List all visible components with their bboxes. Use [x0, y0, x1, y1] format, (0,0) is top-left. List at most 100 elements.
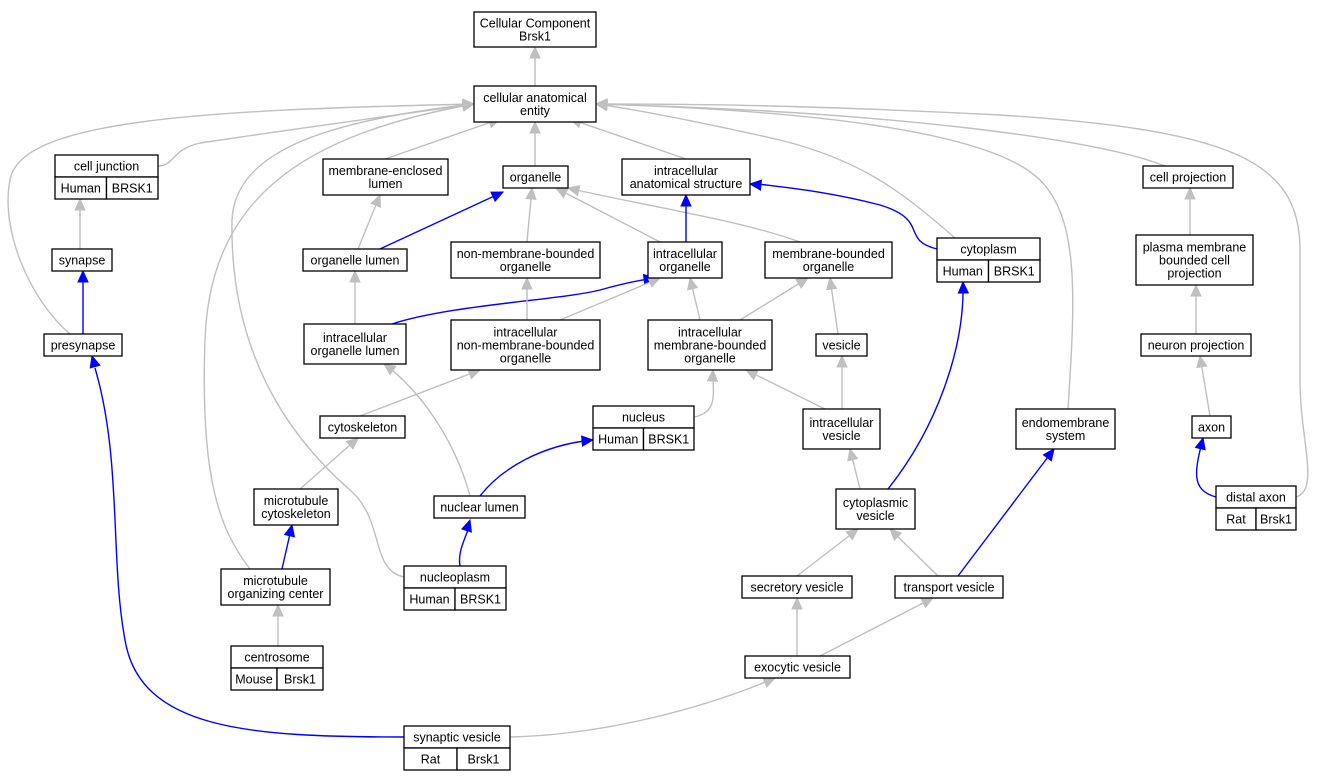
node-presynapse[interactable]: presynapse — [43, 333, 123, 357]
gene-cell — [642, 427, 695, 451]
edge-nucleoplasm-to-cae — [231, 99, 476, 578]
edge-imbo-to-mbo-arrowhead — [795, 277, 810, 289]
edge-axon-to-neuron-projection — [1196, 354, 1211, 417]
node-neuron-projection[interactable]: neuron projection — [1140, 333, 1252, 357]
gene-cell — [1255, 507, 1297, 531]
node-label: membrane-bounded — [772, 247, 885, 261]
edge-io-to-ias-arrowhead — [680, 193, 692, 207]
node-inmbo[interactable]: intracellularnon-membrane-boundedorganel… — [450, 319, 601, 371]
edge-centrosome-to-mtoc-arrowhead — [272, 603, 284, 617]
node-label: Cellular Component — [480, 17, 591, 31]
node-label: presynapse — [51, 339, 116, 353]
edge-imbo-to-io — [687, 276, 701, 321]
node-box — [1191, 415, 1232, 439]
node-box — [319, 415, 406, 439]
node-label: exocytic vesicle — [754, 661, 841, 675]
node-organelle-lumen[interactable]: organelle lumen — [302, 248, 408, 272]
node-box — [815, 333, 868, 357]
gene-label: BRSK1 — [648, 433, 689, 447]
edge-pmbcp-to-cell-projection — [1184, 186, 1196, 235]
node-box — [450, 319, 601, 371]
node-label: vesicle — [822, 429, 860, 443]
node-cytoskeleton[interactable]: cytoskeleton — [319, 415, 406, 439]
edge-neuron-projection-to-pmbcp — [1190, 283, 1202, 334]
edge-mbo-to-organelle — [566, 185, 801, 243]
edge-cytoplasm-to-ias-arrowhead — [748, 179, 763, 191]
edge-nuclear-lumen-to-nucleus — [479, 435, 595, 497]
edge-distal-axon-to-cae — [594, 98, 1309, 498]
node-box — [894, 575, 1004, 599]
edge-iol-to-io — [391, 273, 657, 325]
edge-mt-cyto-to-cytoskeleton-arrowhead — [345, 437, 359, 450]
node-box — [433, 495, 526, 519]
edge-nucleoplasm-to-nuclear-lumen-arrowhead — [460, 518, 472, 533]
node-label: nucleus — [622, 411, 665, 425]
node-label: non-membrane-bounded — [457, 339, 595, 353]
edge-synapse-to-cell-junction-arrowhead — [74, 197, 86, 211]
node-box — [1015, 408, 1116, 450]
edge-organelle-lumen-to-mel — [357, 193, 382, 250]
node-synapse[interactable]: synapse — [51, 248, 113, 272]
node-cell-projection[interactable]: cell projection — [1142, 165, 1234, 189]
node-label: cytoplasm — [960, 243, 1016, 257]
edge-io-to-ias — [680, 193, 692, 242]
node-label: neuron projection — [1148, 339, 1245, 353]
edge-cae-to-root — [529, 45, 541, 86]
node-box — [450, 241, 601, 279]
node-vesicle[interactable]: vesicle — [815, 333, 868, 357]
edge-iol-to-organelle-lumen-arrowhead — [349, 269, 361, 283]
node-secretory-vesicle[interactable]: secretory vesicle — [741, 575, 853, 599]
edge-nmbo-to-organelle — [525, 186, 537, 243]
node-label: membrane-enclosed — [329, 164, 443, 178]
edge-distal-axon-to-axon — [1194, 436, 1217, 498]
node-exocytic-vesicle[interactable]: exocytic vesicle — [744, 655, 851, 679]
node-axon[interactable]: axon — [1191, 415, 1232, 439]
species-label: Rat — [421, 753, 441, 767]
gene-label: BRSK1 — [460, 593, 501, 607]
node-label: cell projection — [1150, 171, 1226, 185]
node-label: organizing center — [228, 587, 324, 601]
node-nuclear-lumen[interactable]: nuclear lumen — [433, 495, 526, 519]
edge-exocytic-vesicle-to-secretory-vesicle-arrowhead — [791, 596, 803, 610]
edge-neuron-projection-to-pmbcp-arrowhead — [1190, 283, 1202, 297]
species-label: Human — [61, 182, 101, 196]
edge-synaptic-vesicle-to-presynapse — [89, 354, 405, 738]
node-label: intracellular — [654, 164, 718, 178]
edge-inmbo-to-io-arrowhead — [647, 277, 662, 288]
node-transport-vesicle[interactable]: transport vesicle — [894, 575, 1004, 599]
node-organelle[interactable]: organelle — [502, 165, 569, 189]
edge-transport-vesicle-to-endomembrane-arrowhead — [1042, 448, 1055, 462]
gene-label: Brsk1 — [284, 673, 316, 687]
node-box — [1142, 165, 1234, 189]
edge-cyto-vesicle-to-iv — [847, 447, 861, 490]
edge-iv-to-vesicle — [836, 354, 848, 409]
edge-exocytic-vesicle-to-transport-vesicle-arrowhead — [920, 597, 935, 609]
